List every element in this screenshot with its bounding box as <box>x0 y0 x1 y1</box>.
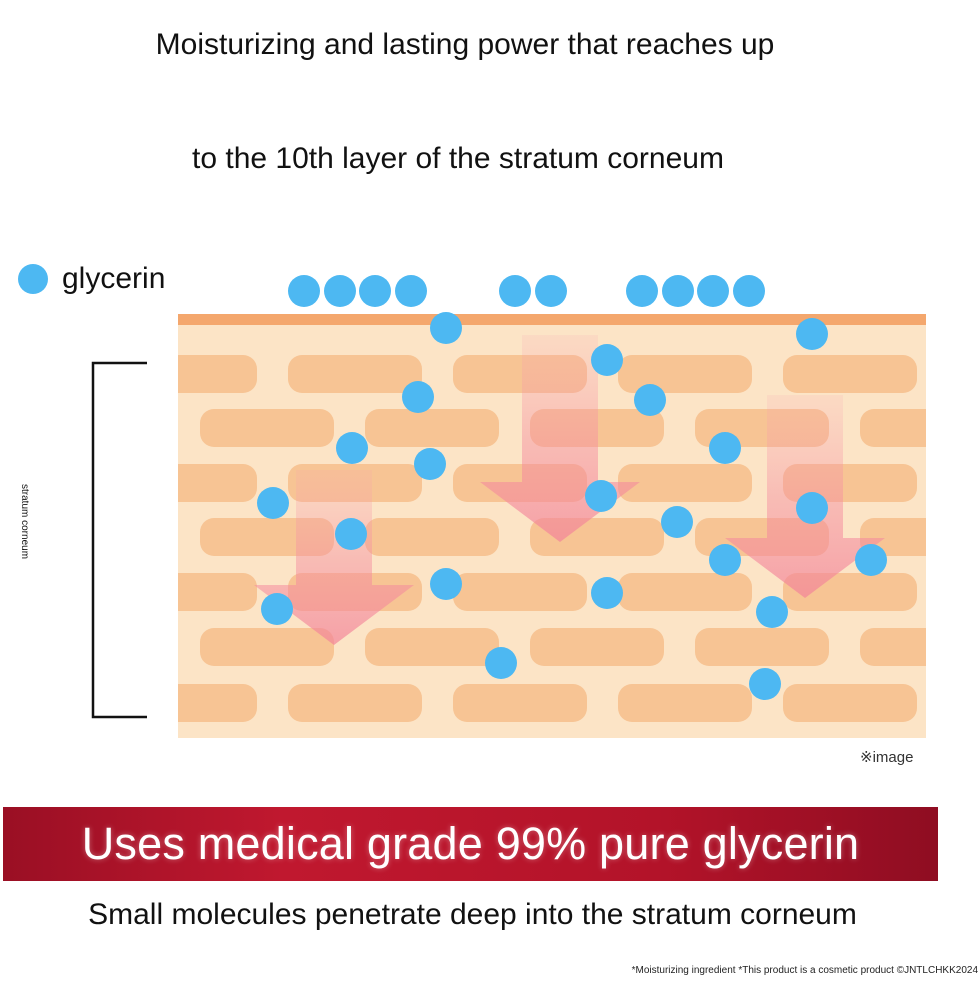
skin-cell <box>860 409 926 447</box>
glycerin-molecule-icon <box>697 275 729 307</box>
skin-cell <box>0 573 92 611</box>
glycerin-molecule-icon <box>395 275 427 307</box>
glycerin-molecule-icon <box>359 275 391 307</box>
glycerin-molecule-icon <box>709 432 741 464</box>
glycerin-molecule-icon <box>324 275 356 307</box>
stratum-corneum-label: stratum corneum <box>19 484 30 560</box>
glycerin-molecule-icon <box>335 518 367 550</box>
skin-cell <box>618 464 752 502</box>
skin-cell <box>200 409 334 447</box>
glycerin-molecules <box>257 275 887 700</box>
skin-cell <box>365 409 499 447</box>
skin-cell <box>365 628 499 666</box>
glycerin-molecule-icon <box>855 544 887 576</box>
skin-cell <box>35 409 169 447</box>
skin-cell <box>178 355 257 393</box>
skin-cell <box>948 464 980 502</box>
glycerin-molecule-icon <box>661 506 693 538</box>
glycerin-molecule-icon <box>591 344 623 376</box>
title-line-1: Moisturizing and lasting power that reac… <box>155 28 775 61</box>
skin-cell <box>618 573 752 611</box>
glycerin-molecule-icon <box>709 544 741 576</box>
skin-cell <box>0 464 92 502</box>
skin-cell <box>178 684 257 722</box>
skin-cell <box>200 628 334 666</box>
glycerin-molecule-icon <box>796 492 828 524</box>
skin-cell <box>948 684 980 722</box>
glycerin-legend-dot-icon <box>18 264 48 294</box>
glycerin-molecule-icon <box>499 275 531 307</box>
glycerin-molecule-icon <box>430 312 462 344</box>
glycerin-molecule-icon <box>756 596 788 628</box>
skin-cell <box>178 464 257 502</box>
skin-cell <box>0 518 4 556</box>
skin-cell <box>365 518 499 556</box>
glycerin-molecule-icon <box>485 647 517 679</box>
skin-cell <box>860 628 926 666</box>
glycerin-molecule-icon <box>535 275 567 307</box>
glycerin-molecule-icon <box>634 384 666 416</box>
glycerin-molecule-icon <box>796 318 828 350</box>
skin-cell <box>618 355 752 393</box>
skin-cell <box>0 684 92 722</box>
skin-cell <box>948 573 980 611</box>
skin-cell <box>453 684 587 722</box>
skin-cell <box>453 573 587 611</box>
skin-cell <box>178 573 257 611</box>
subline: Small molecules penetrate deep into the … <box>88 898 857 931</box>
footnote: *Moisturizing ingredient *This product i… <box>631 965 978 976</box>
skin-cell <box>35 628 169 666</box>
glycerin-molecule-icon <box>430 568 462 600</box>
skin-cell <box>695 628 829 666</box>
glycerin-molecule-icon <box>733 275 765 307</box>
skin-cell <box>783 684 917 722</box>
skin-cell <box>0 628 4 666</box>
glycerin-molecule-icon <box>749 668 781 700</box>
stratum-corneum-bracket <box>91 361 147 719</box>
title-line-2: to the 10th layer of the stratum corneum <box>192 142 724 175</box>
glycerin-banner: Uses medical grade 99% pure glycerin <box>3 807 938 881</box>
skin-cell <box>530 628 664 666</box>
glycerin-molecule-icon <box>257 487 289 519</box>
skin-cell <box>0 409 4 447</box>
image-note: ※image <box>860 749 914 766</box>
banner-text: Uses medical grade 99% pure glycerin <box>81 818 860 869</box>
glycerin-molecule-icon <box>336 432 368 464</box>
skin-cell <box>948 355 980 393</box>
skin-cell <box>783 355 917 393</box>
legend: glycerin <box>18 262 165 296</box>
glycerin-molecule-icon <box>591 577 623 609</box>
glycerin-molecule-icon <box>261 593 293 625</box>
skin-cell <box>288 684 422 722</box>
skin-cell <box>35 518 169 556</box>
penetration-arrow <box>254 470 414 645</box>
skin-cell <box>288 355 422 393</box>
glycerin-molecule-icon <box>585 480 617 512</box>
legend-label: glycerin <box>62 262 166 295</box>
glycerin-molecule-icon <box>662 275 694 307</box>
glycerin-molecule-icon <box>626 275 658 307</box>
glycerin-molecule-icon <box>288 275 320 307</box>
skin-cell <box>618 684 752 722</box>
glycerin-molecule-icon <box>414 448 446 480</box>
skin-surface-line <box>178 314 926 325</box>
skin-cell <box>0 355 92 393</box>
glycerin-molecule-icon <box>402 381 434 413</box>
